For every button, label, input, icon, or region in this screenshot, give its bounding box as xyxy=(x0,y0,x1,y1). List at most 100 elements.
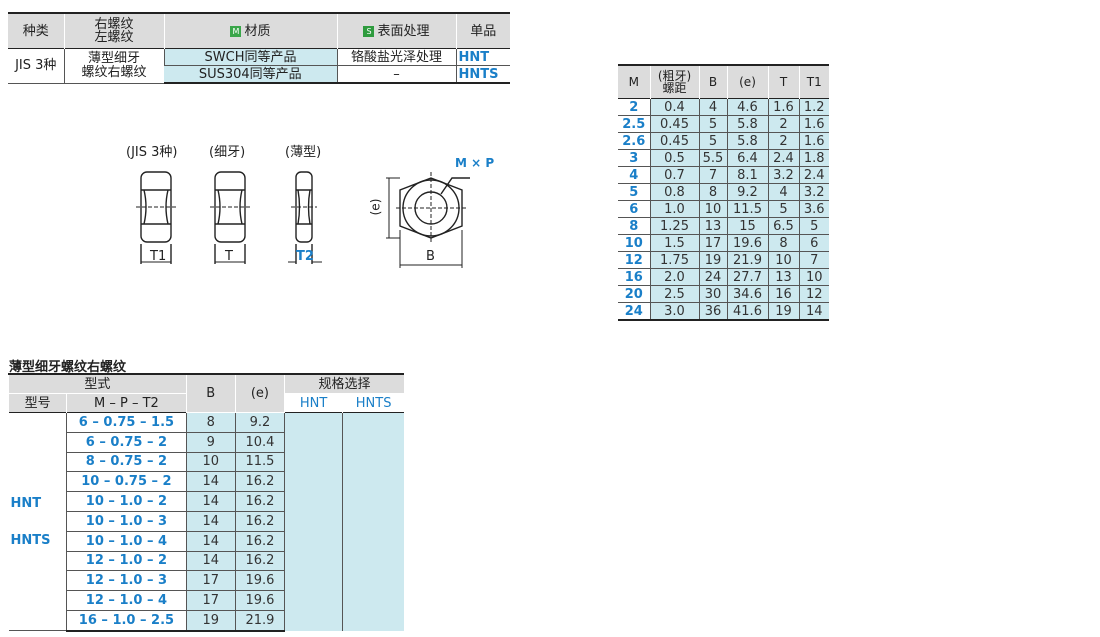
b-header: B xyxy=(185,374,236,413)
dim-cell: 12 xyxy=(798,285,829,303)
size-m-cell[interactable]: 8 xyxy=(618,217,650,235)
dim-cell: 27.7 xyxy=(726,268,768,286)
mpt-cell[interactable]: 10 – 0.75 – 2 xyxy=(66,471,187,493)
e-cell: 9.2 xyxy=(234,412,285,433)
dim-cell: 0.7 xyxy=(649,166,699,184)
dim-b: B xyxy=(426,249,435,264)
dim-cell: 17 xyxy=(698,234,727,252)
dim-cell: 10 xyxy=(767,251,799,269)
spec-hnt-select[interactable] xyxy=(283,412,343,631)
size-m-cell[interactable]: 6 xyxy=(618,200,650,218)
dim-cell: 19 xyxy=(698,251,727,269)
mpt-cell[interactable]: 10 – 1.0 – 4 xyxy=(66,531,187,552)
dim-cell: 1.6 xyxy=(767,98,799,116)
dim-cell: 19.6 xyxy=(726,234,768,252)
mpt-cell[interactable]: 12 – 1.0 – 3 xyxy=(66,570,187,592)
size-m-cell[interactable]: 20 xyxy=(618,285,650,303)
b-cell: 8 xyxy=(185,412,236,433)
dim-cell: 5 xyxy=(798,217,829,235)
model-code[interactable]: HNTS xyxy=(10,532,51,548)
dim-cell: 15 xyxy=(726,217,768,235)
dim-cell: 2 xyxy=(767,132,799,150)
size-m-cell[interactable]: 12 xyxy=(618,251,650,269)
mpt-cell[interactable]: 12 – 1.0 – 4 xyxy=(66,590,187,611)
mpt-cell[interactable]: 10 – 1.0 – 3 xyxy=(66,511,187,532)
jis3-label: (JIS 3种) xyxy=(126,145,178,160)
mpt-cell[interactable]: 10 – 1.0 – 2 xyxy=(66,491,187,512)
model-group-header: 型式 xyxy=(8,374,187,394)
thread-cell: 薄型细牙 螺纹右螺纹 xyxy=(63,48,164,84)
nut-side-views xyxy=(136,171,322,264)
dim-cell: 0.45 xyxy=(649,132,699,150)
model-code[interactable]: HNT xyxy=(10,495,42,511)
size-m-cell[interactable]: 3 xyxy=(618,149,650,167)
dim-cell: 21.9 xyxy=(726,251,768,269)
spec-hnts-select[interactable] xyxy=(342,412,404,631)
dim-cell: 4 xyxy=(767,183,799,201)
dim-cell: 13 xyxy=(767,268,799,286)
dim-cell: 1.6 xyxy=(798,132,829,150)
m-header: M xyxy=(618,65,650,99)
dim-cell: 5 xyxy=(767,200,799,218)
spec-hnt-header[interactable]: HNT xyxy=(283,393,343,413)
size-m-cell[interactable]: 10 xyxy=(618,234,650,252)
dim-cell: 41.6 xyxy=(726,302,768,321)
product-code[interactable]: HNTS xyxy=(455,65,510,84)
e-cell: 16.2 xyxy=(234,491,285,512)
size-m-cell[interactable]: 2.5 xyxy=(618,115,650,133)
b-cell: 14 xyxy=(185,511,236,532)
pitch-header: (粗牙) 螺距 xyxy=(649,65,699,99)
mpt-cell[interactable]: 16 – 1.0 – 2.5 xyxy=(66,610,187,632)
e-cell: 21.9 xyxy=(234,610,285,632)
dim-t1: T1 xyxy=(150,249,167,264)
nut-front-view xyxy=(386,172,470,268)
size-m-cell[interactable]: 5 xyxy=(618,183,650,201)
dim-cell: 8 xyxy=(767,234,799,252)
dim-cell: 24 xyxy=(698,268,727,286)
size-m-cell[interactable]: 16 xyxy=(618,268,650,286)
dim-cell: 6.4 xyxy=(726,149,768,167)
dim-cell: 19 xyxy=(767,302,799,321)
t-header: T xyxy=(767,65,799,99)
mpt-cell[interactable]: 8 – 0.75 – 2 xyxy=(66,452,187,473)
b-cell: 19 xyxy=(185,610,236,632)
material-badge: M xyxy=(230,25,242,37)
e-cell: 19.6 xyxy=(234,590,285,611)
dim-cell: 6 xyxy=(798,234,829,252)
thin-table-title: 薄型细牙螺纹右螺纹 xyxy=(9,360,127,375)
mpt-cell[interactable]: 12 – 1.0 – 2 xyxy=(66,551,187,572)
e-cell: 11.5 xyxy=(234,452,285,473)
dim-cell: 5.5 xyxy=(698,149,727,167)
spec-hnts-header[interactable]: HNTS xyxy=(342,393,404,413)
dim-cell: 2.4 xyxy=(767,149,799,167)
mpt-cell[interactable]: 6 – 0.75 – 1.5 xyxy=(66,412,187,433)
mpt-cell[interactable]: 6 – 0.75 – 2 xyxy=(66,432,187,453)
dim-cell: 8.1 xyxy=(726,166,768,184)
dim-mp: M × P xyxy=(455,156,495,170)
size-m-cell[interactable]: 4 xyxy=(618,166,650,184)
product-code[interactable]: HNT xyxy=(455,48,510,66)
dim-cell: 3.2 xyxy=(798,183,829,201)
dim-cell: 8 xyxy=(698,183,727,201)
size-m-cell[interactable]: 24 xyxy=(618,302,650,321)
dim-cell: 5.8 xyxy=(726,132,768,150)
dim-cell: 9.2 xyxy=(726,183,768,201)
material-cell: SWCH同等产品 xyxy=(163,48,337,66)
model-codes-cell: HNT HNTS xyxy=(8,412,67,632)
b-cell: 10 xyxy=(185,452,236,473)
size-m-cell[interactable]: 2.6 xyxy=(618,132,650,150)
size-m-cell[interactable]: 2 xyxy=(618,98,650,116)
